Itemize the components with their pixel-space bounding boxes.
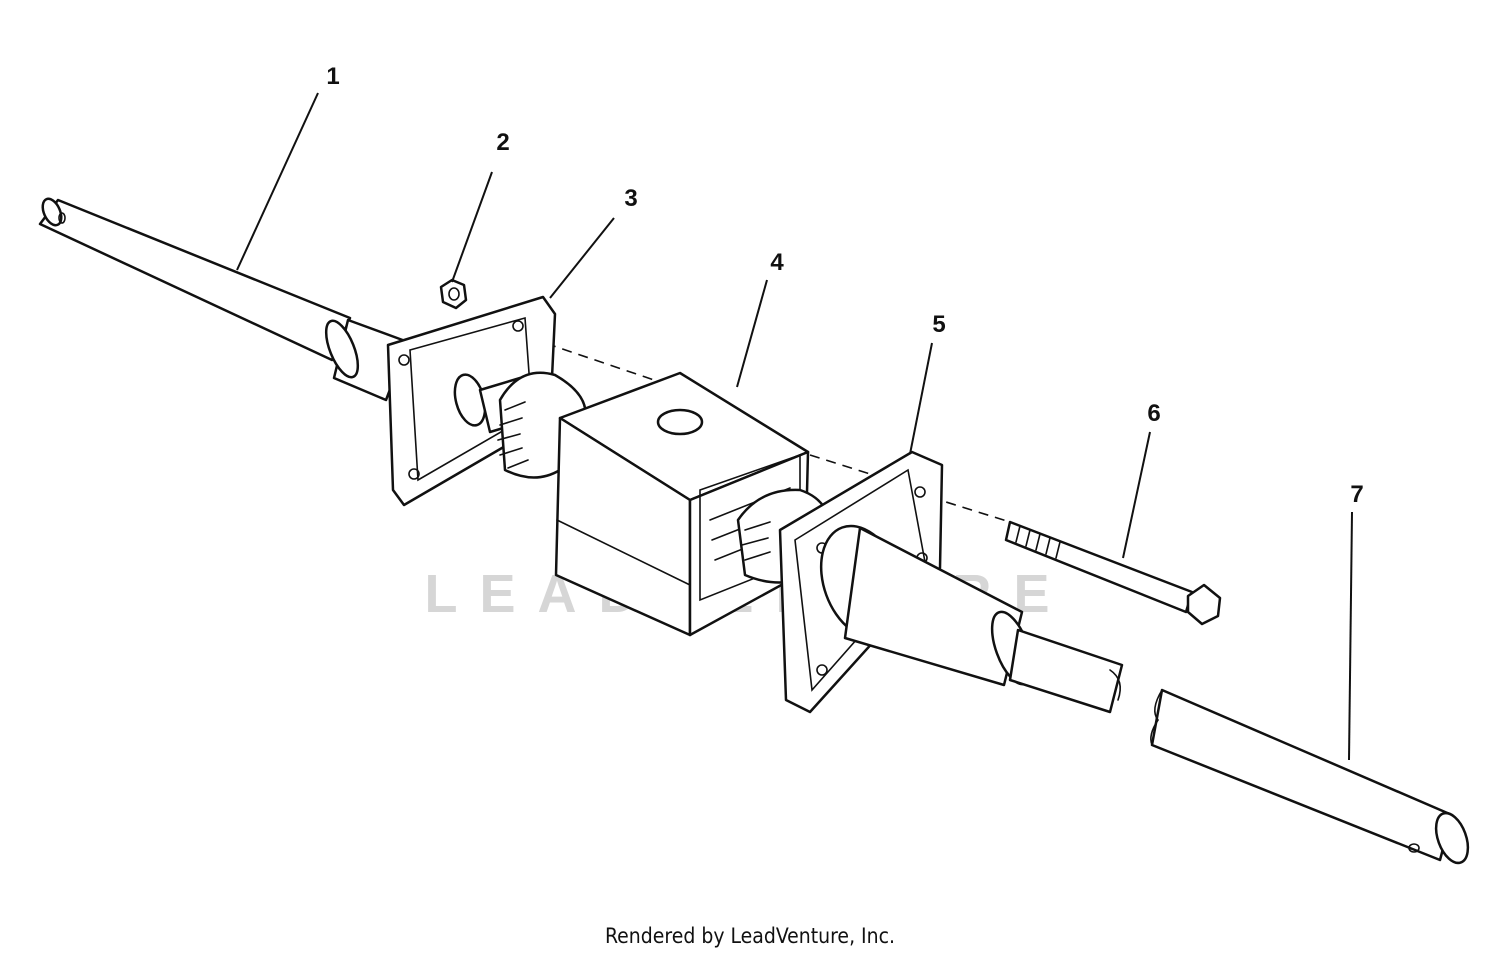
leader-line-6	[1122, 431, 1151, 559]
part-2-nut[interactable]	[439, 278, 468, 310]
callout-6: 6	[1147, 400, 1160, 427]
leader-line-5	[909, 342, 933, 455]
part-1-shaft-left[interactable]	[38, 196, 410, 402]
part-5-flange-right[interactable]	[778, 450, 1124, 714]
leader-line-1	[236, 92, 319, 271]
leader-line-2	[451, 171, 493, 283]
part-3-flange-left[interactable]	[386, 295, 587, 507]
callout-7: 7	[1350, 481, 1363, 508]
leader-line-7	[1348, 511, 1353, 761]
leader-line-3	[549, 217, 615, 299]
part-7-shaft-right[interactable]	[1150, 688, 1474, 867]
callout-5: 5	[932, 311, 945, 338]
callout-3: 3	[624, 185, 637, 212]
leader-line-4	[736, 279, 768, 388]
callout-2: 2	[496, 129, 509, 156]
alignment-line-right	[929, 496, 1011, 523]
render-credit: Rendered by LeadVenture, Inc.	[605, 924, 895, 948]
part-6-bolt[interactable]	[1004, 520, 1222, 626]
callout-1: 1	[326, 63, 339, 90]
callout-4: 4	[770, 249, 784, 276]
